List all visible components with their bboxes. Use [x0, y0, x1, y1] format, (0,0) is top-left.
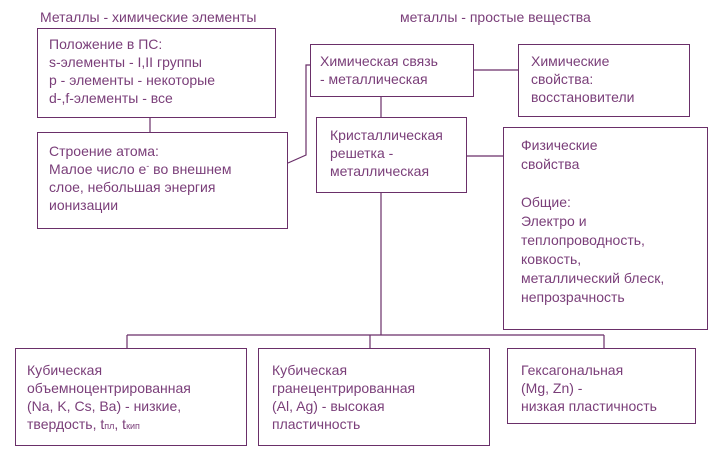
box-phys-spacer — [521, 174, 707, 193]
box-bcc-line: объемноцентрированная — [27, 380, 191, 396]
box-hex-line: Гексагональная — [521, 362, 624, 378]
box-atom-line: Строение атома: — [49, 143, 159, 159]
box-phys-line: Общие: — [521, 194, 571, 210]
box-chemical-properties: Химические свойства: восстановители — [518, 44, 690, 117]
box-position-line: p - элементы - некоторые — [49, 72, 216, 88]
box-phys-line: непрозрачность — [521, 289, 625, 305]
box-fcc-line: Кубическая — [272, 362, 348, 378]
box-lattice-line: Кристаллическая — [330, 127, 443, 143]
box-fcc-line: гранецентрированная — [272, 380, 416, 396]
box-fcc-line: пластичность — [272, 416, 361, 432]
box-chemical-bond: Химическая связь - металлическая — [310, 44, 474, 97]
box-hex-line: (Mg, Zn) - — [521, 380, 583, 396]
box-bcc-line: твердость, tпл, tкип — [27, 416, 140, 432]
box-position-line: d-,f-элементы - все — [49, 90, 173, 106]
box-chem-line: восстановители — [531, 89, 635, 105]
connector-atom-bond — [287, 64, 310, 164]
box-phys-line: металлический блеск, — [521, 270, 665, 286]
box-bcc-line: (Na, K, Cs, Ba) - низкие, — [27, 398, 182, 414]
header-simple-substances: металлы - простые вещества — [400, 9, 591, 25]
box-atom-line: ионизации — [49, 197, 119, 213]
box-atom-line: Малое число е- во внешнем — [49, 161, 232, 177]
box-phys-line: теплопроводность, — [521, 232, 645, 248]
box-atom-line: слое, небольшая энергия — [49, 179, 216, 195]
box-fcc-line: (Al, Ag) - высокая — [272, 398, 385, 414]
box-chem-line: Химические — [531, 53, 610, 69]
box-phys-line: ковкость, — [521, 251, 582, 267]
box-physical-properties: Физические свойства Общие: Электро и теп… — [503, 127, 708, 330]
box-phys-line: свойства — [521, 156, 580, 172]
box-bcc-line: Кубическая — [27, 362, 103, 378]
box-cubic-body-centered: Кубическая объемноцентрированная (Na, K,… — [15, 348, 247, 446]
box-hexagonal: Гексагональная (Mg, Zn) - низкая пластич… — [507, 348, 696, 424]
box-hex-line: низкая пластичность — [521, 398, 657, 414]
box-lattice-line: решетка - — [330, 145, 394, 161]
box-crystal-lattice: Кристаллическая решетка - металлическая — [316, 117, 467, 193]
box-bond-line: - металлическая — [320, 71, 428, 87]
box-position-line: Положение в ПС: — [49, 36, 163, 52]
box-cubic-face-centered: Кубическая гранецентрированная (Al, Ag) … — [258, 348, 490, 446]
header-chemical-elements: Металлы - химические элементы — [40, 9, 257, 25]
box-position-line: s-элементы - I,II группы — [49, 54, 202, 70]
box-phys-line: Физические — [521, 137, 598, 153]
box-chem-line: свойства: — [531, 71, 594, 87]
box-phys-line: Электро и — [521, 213, 587, 229]
box-atom-structure: Строение атома: Малое число е- во внешне… — [37, 132, 288, 229]
box-lattice-line: металлическая — [330, 163, 430, 179]
box-bond-line: Химическая связь — [320, 53, 438, 69]
box-position-periodic-system: Положение в ПС: s-элементы - I,II группы… — [37, 28, 276, 118]
